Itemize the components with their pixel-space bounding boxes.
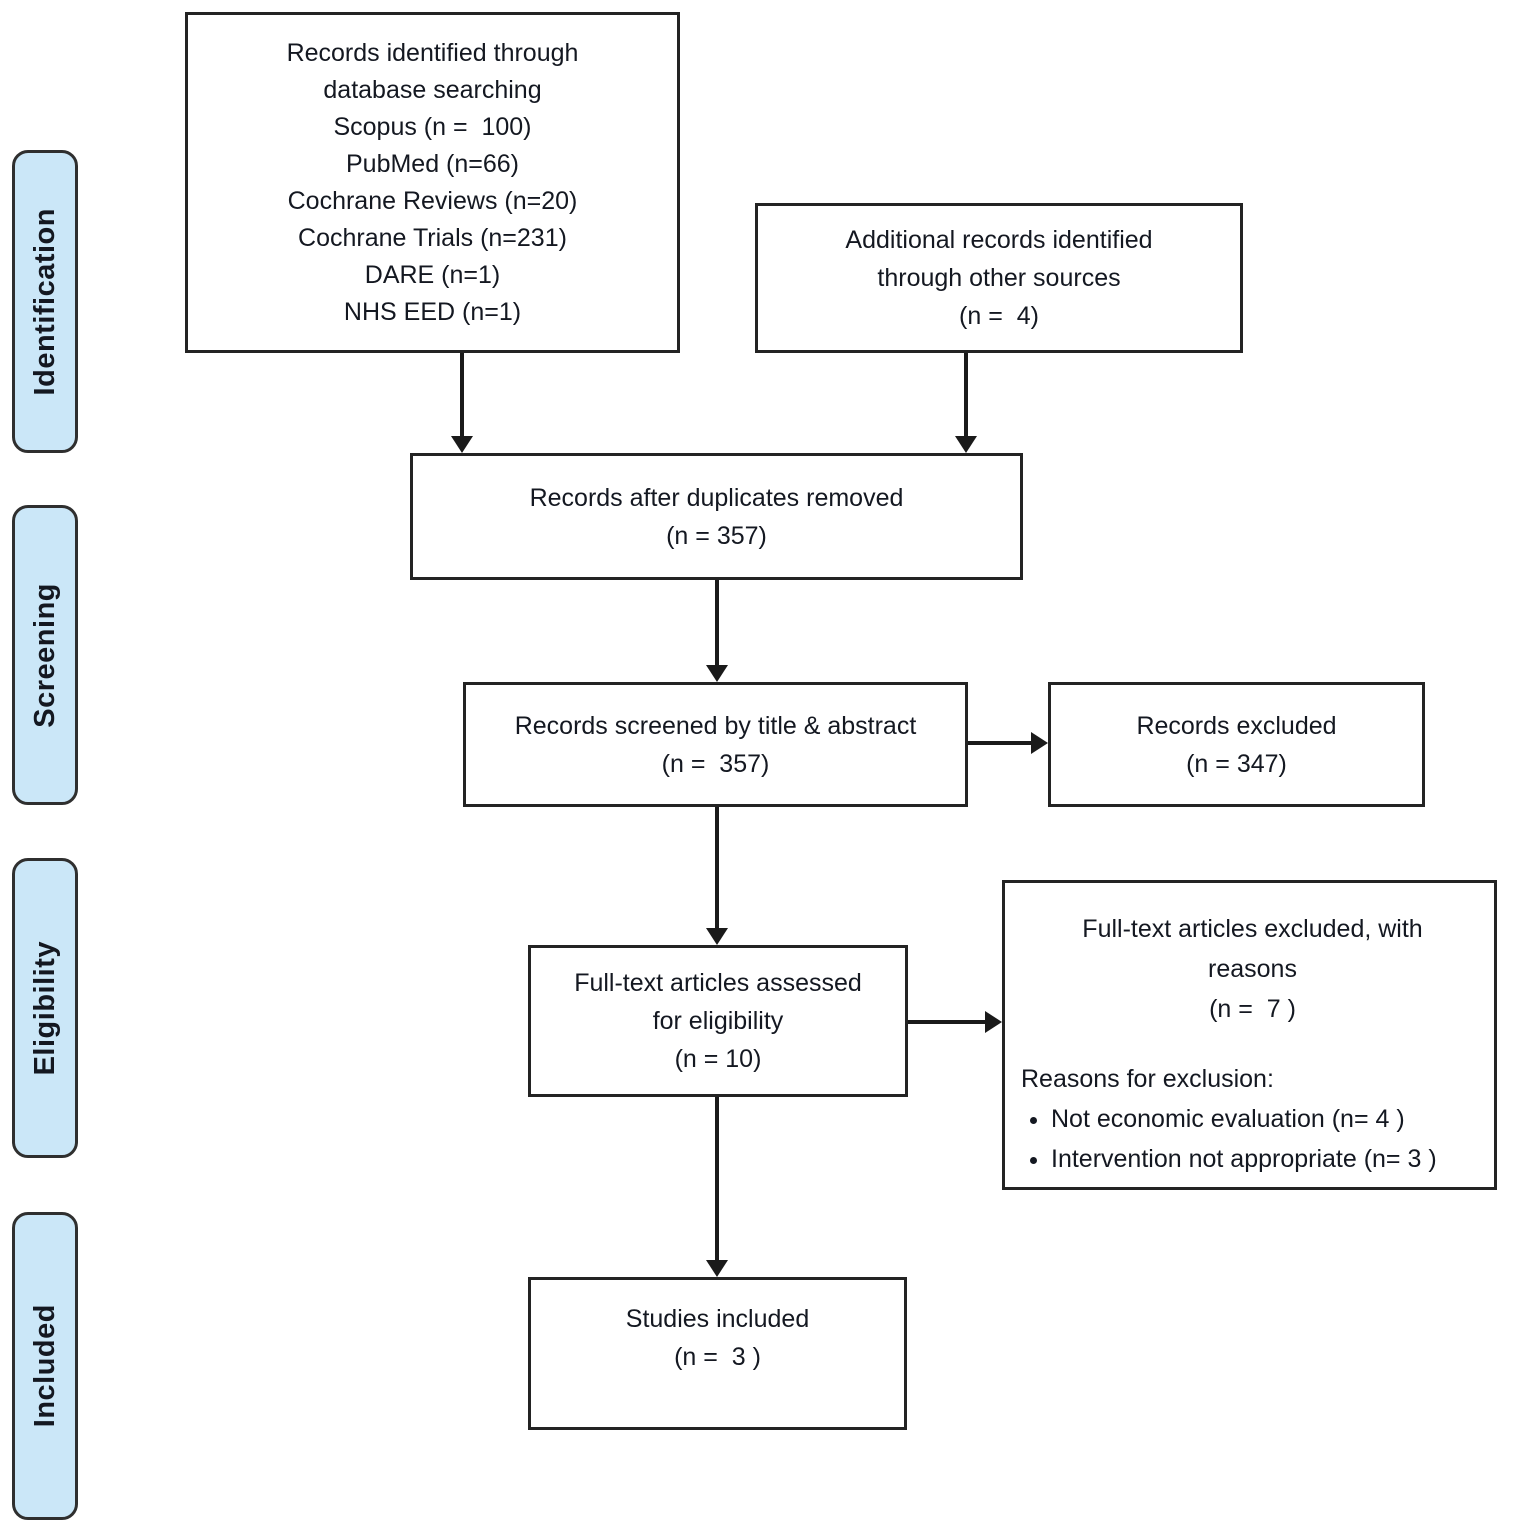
arrow-head <box>706 665 728 682</box>
stage-label-identification: Identification <box>12 150 78 453</box>
stage-label-included: Included <box>12 1212 78 1520</box>
reasons-subheading: Reasons for exclusion: <box>1021 1065 1274 1093</box>
stage-label-identification-text: Identification <box>28 207 61 396</box>
stage-label-eligibility: Eligibility <box>12 858 78 1158</box>
arrow-shaft <box>715 807 719 930</box>
box-line: Additional records identified <box>845 226 1153 254</box>
box-line: (n = 4) <box>959 302 1039 330</box>
box-records-identified: Records identified through database sear… <box>185 12 680 353</box>
box-line: Scopus (n = 100) <box>333 112 532 141</box>
box-fulltext-excluded-reasons: Full-text articles excluded, with reason… <box>1002 880 1497 1190</box>
arrow-additional-to-duplicates <box>955 353 977 453</box>
box-records-excluded: Records excluded (n = 347) <box>1048 682 1425 807</box>
arrow-head <box>985 1011 1002 1033</box>
box-line: through other sources <box>877 264 1121 292</box>
stage-label-screening-text: Screening <box>28 582 61 728</box>
box-line: Full-text articles excluded, with <box>1082 915 1423 943</box>
box-studies-included: Studies included (n = 3 ) <box>528 1277 907 1430</box>
box-line: Records screened by title & abstract <box>514 711 917 740</box>
arrow-head <box>451 436 473 453</box>
box-line: (n = 10) <box>674 1045 762 1073</box>
box-line: NHS EED (n=1) <box>343 297 522 326</box>
box-line: Records identified through <box>286 38 579 67</box>
box-line: for eligibility <box>652 1007 784 1035</box>
box-line: Records after duplicates removed <box>529 483 904 512</box>
arrow-head <box>1031 732 1048 754</box>
box-fulltext-assessed: Full-text articles assessed for eligibil… <box>528 945 908 1097</box>
reasons-list: Not economic evaluation (n= 4 ) Interven… <box>1021 1099 1484 1179</box>
box-line: Records excluded <box>1136 711 1337 740</box>
arrow-screened-to-excluded <box>968 732 1048 754</box>
arrow-duplicates-to-screened <box>706 580 728 682</box>
arrow-fulltext-to-studies <box>706 1097 728 1277</box>
stage-label-screening: Screening <box>12 505 78 805</box>
box-additional-records: Additional records identified through ot… <box>755 203 1243 353</box>
arrow-shaft <box>908 1020 987 1024</box>
arrow-identified-to-duplicates <box>451 353 473 453</box>
box-line: PubMed (n=66) <box>345 149 520 178</box>
box-line: (n = 7 ) <box>1209 995 1296 1023</box>
arrow-head <box>706 928 728 945</box>
reason-item: Intervention not appropriate (n= 3 ) <box>1051 1139 1484 1179</box>
box-line: (n = 347) <box>1186 749 1287 778</box>
arrow-fulltext-to-excluded-reasons <box>908 1011 1002 1033</box>
arrow-head <box>955 436 977 453</box>
arrow-shaft <box>968 741 1033 745</box>
box-duplicates-removed: Records after duplicates removed (n = 35… <box>410 453 1023 580</box>
arrow-shaft <box>964 353 968 438</box>
stage-label-included-text: Included <box>28 1304 61 1428</box>
box-line: Cochrane Reviews (n=20) <box>287 186 578 215</box>
box-line: reasons <box>1208 955 1297 983</box>
arrow-shaft <box>460 353 464 438</box>
arrow-shaft <box>715 580 719 667</box>
arrow-shaft <box>715 1097 719 1262</box>
box-line: Cochrane Trials (n=231) <box>298 223 567 252</box>
box-line: (n = 357) <box>666 521 767 550</box>
box-line: (n = 357) <box>661 749 770 778</box>
box-line: database searching <box>323 75 542 104</box>
box-line: Studies included <box>625 1304 810 1333</box>
box-line: Full-text articles assessed <box>574 969 862 997</box>
box-line: (n = 3 ) <box>674 1342 761 1371</box>
arrow-screened-to-fulltext <box>706 807 728 945</box>
reason-item: Not economic evaluation (n= 4 ) <box>1051 1099 1484 1139</box>
box-records-screened: Records screened by title & abstract (n … <box>463 682 968 807</box>
box-line: DARE (n=1) <box>364 260 501 289</box>
arrow-head <box>706 1260 728 1277</box>
stage-label-eligibility-text: Eligibility <box>28 940 61 1076</box>
